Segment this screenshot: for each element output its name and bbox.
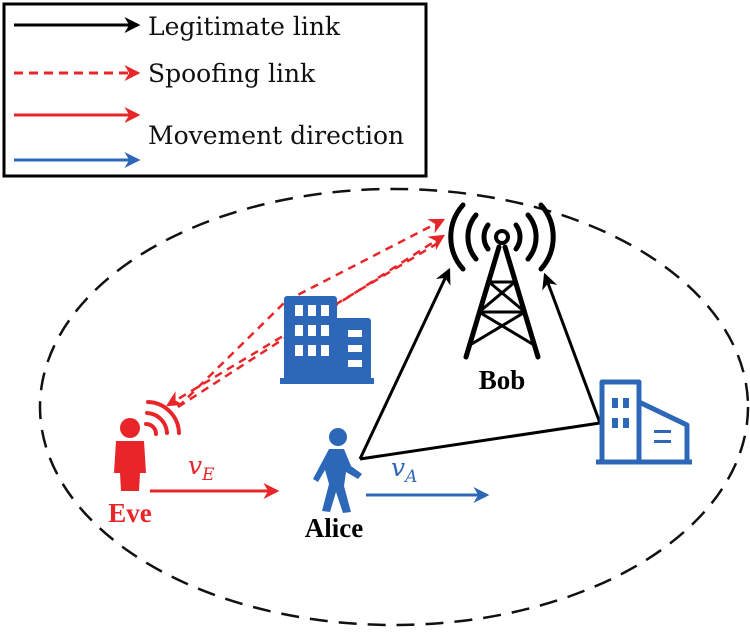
- walking-person-icon: [313, 428, 362, 513]
- legitimate-link-building-to-bob: [542, 272, 602, 424]
- legend-box: [2, 2, 428, 178]
- bob-node: Bob: [448, 202, 556, 395]
- signal-waves-icon: [144, 400, 181, 436]
- eve-node: Eve: [108, 400, 181, 528]
- alice-label: Alice: [305, 513, 363, 543]
- spoofing-link-building-to-bob: [285, 218, 446, 303]
- legend-label-legitimate: Legitimate link: [148, 12, 341, 41]
- legend: Legitimate link Spoofing link Movement d…: [2, 2, 428, 178]
- standing-person-icon: [114, 418, 146, 491]
- coverage-area-ellipse: [38, 187, 750, 627]
- alice-velocity-symbol: v: [391, 453, 405, 482]
- eve-velocity-symbol: v: [188, 451, 202, 480]
- alice-velocity: vA: [366, 453, 490, 503]
- eve-velocity: vE: [150, 451, 280, 499]
- legend-label-movement: Movement direction: [148, 121, 404, 150]
- eve-label: Eve: [108, 498, 152, 528]
- house-building-icon: [596, 379, 692, 465]
- office-building-icon: [280, 296, 374, 384]
- eve-velocity-subscript: E: [201, 465, 215, 485]
- alice-node: Alice: [305, 428, 363, 543]
- bob-label: Bob: [479, 365, 526, 395]
- alice-velocity-label: vA: [391, 453, 417, 487]
- legend-label-spoofing: Spoofing link: [148, 59, 316, 88]
- alice-velocity-subscript: A: [403, 467, 417, 487]
- legitimate-link-alice-to-bob: [358, 267, 451, 460]
- legitimate-links: [358, 267, 602, 461]
- legitimate-link-alice-to-building: [359, 421, 601, 461]
- cell-tower-icon: [448, 202, 556, 360]
- eve-velocity-label: vE: [188, 451, 215, 485]
- spoofing-link-eve-to-building: [177, 300, 287, 408]
